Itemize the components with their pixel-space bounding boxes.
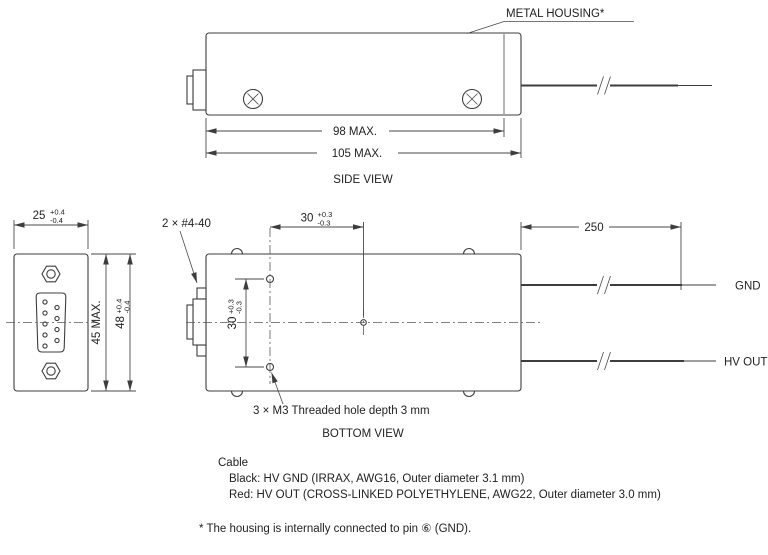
right-screw bbox=[461, 88, 483, 110]
side-cable bbox=[521, 76, 712, 95]
dim-30v-minus: -0.3 bbox=[235, 301, 244, 314]
pin bbox=[42, 332, 48, 338]
dim-48-group: 48 +0.4 -0.4 bbox=[115, 299, 132, 329]
pin bbox=[54, 337, 60, 344]
metal-housing-callout: METAL HOUSING* bbox=[466, 8, 634, 34]
cable-heading: Cable bbox=[218, 457, 248, 469]
holes-callout-label: 3 × M3 Threaded hole depth 3 mm bbox=[253, 405, 430, 417]
dim-25-value: 25 bbox=[33, 210, 46, 222]
connector-side-face bbox=[186, 75, 194, 105]
dim-25-minus: -0.4 bbox=[50, 216, 63, 225]
hex-jack-screw-bottom bbox=[41, 362, 61, 380]
hex-jack-screw-top bbox=[41, 265, 61, 283]
dim-25-plus: +0.4 bbox=[50, 208, 65, 217]
side-view: METAL HOUSING* 98 MAX. 105 MAX. SIDE VIE… bbox=[186, 8, 712, 186]
dim-30h-value: 30 bbox=[301, 213, 314, 225]
connector-face bbox=[186, 304, 194, 340]
hex-nut bbox=[41, 362, 61, 380]
dim-30v-plus: +0.3 bbox=[227, 299, 236, 314]
pin bbox=[42, 299, 48, 305]
dim-250-label: 250 bbox=[584, 222, 603, 234]
pin bbox=[42, 343, 48, 349]
left-screw bbox=[242, 88, 264, 110]
dim-30h-plus: +0.3 bbox=[318, 210, 333, 219]
dim-105-label: 105 MAX. bbox=[332, 148, 383, 160]
screw-slot bbox=[247, 93, 259, 105]
holes-callout-leader bbox=[271, 372, 284, 405]
cable-break-mark bbox=[604, 275, 611, 295]
hex-nut-bore bbox=[46, 269, 56, 279]
gnd-cable bbox=[521, 275, 716, 295]
hv-out-label: HV OUT bbox=[724, 357, 767, 369]
boss-top-right bbox=[462, 248, 476, 255]
cable-break-mark bbox=[604, 76, 611, 95]
front-view: 25 +0.4 -0.4 45 MAX. 48 +0.4 -0.4 bbox=[6, 208, 136, 392]
screws-callout-label: 2 × #4-40 bbox=[162, 218, 211, 230]
jack-screw-top bbox=[196, 287, 207, 300]
callout-leader bbox=[466, 21, 505, 34]
boss-bottom-right bbox=[462, 390, 476, 397]
dim-30v-group: 30 +0.3 -0.3 bbox=[227, 299, 244, 329]
hex-nut bbox=[41, 265, 61, 283]
cable-break-mark bbox=[597, 351, 604, 371]
cable-break-mark bbox=[604, 351, 611, 371]
metal-housing-label: METAL HOUSING* bbox=[506, 8, 605, 20]
screw-slot bbox=[466, 93, 478, 105]
jack-screw-bottom bbox=[196, 344, 207, 357]
boss-top-left bbox=[230, 248, 244, 255]
dim-48-value: 48 bbox=[115, 316, 127, 329]
hv-out-cable bbox=[521, 351, 716, 371]
cable-black-note: Black: HV GND (IRRAX, AWG16, Outer diame… bbox=[229, 473, 525, 485]
dim-45-label: 45 MAX. bbox=[91, 300, 103, 344]
pin bbox=[42, 310, 48, 316]
cable-break-mark bbox=[597, 76, 604, 95]
boss-bottom-left bbox=[230, 390, 244, 397]
connector-side-profile bbox=[192, 69, 207, 111]
dim-48-plus: +0.4 bbox=[115, 299, 124, 314]
pin bbox=[42, 321, 48, 327]
gnd-label: GND bbox=[735, 281, 761, 293]
dim-30h-minus: -0.3 bbox=[318, 219, 331, 228]
hex-nut-bore bbox=[46, 366, 56, 376]
notes: Cable Black: HV GND (IRRAX, AWG16, Outer… bbox=[199, 457, 661, 535]
dim-98-label: 98 MAX. bbox=[333, 126, 377, 138]
screws-callout-leader bbox=[179, 230, 198, 284]
dsub-shroud bbox=[35, 292, 67, 353]
connector-body bbox=[192, 298, 207, 346]
pin bbox=[54, 304, 60, 311]
cable-break-mark bbox=[597, 275, 604, 295]
cable-red-note: Red: HV OUT (CROSS-LINKED POLYETHYLENE, … bbox=[229, 489, 661, 501]
dim-30v-value: 30 bbox=[227, 317, 239, 330]
bottom-view: 30 +0.3 -0.3 30 +0.3 -0.3 250 2 × #4-40 … bbox=[162, 210, 767, 440]
dim-48-minus: -0.4 bbox=[123, 301, 132, 314]
dsub-pins bbox=[42, 299, 60, 349]
housing-footnote: * The housing is internally connected to… bbox=[199, 523, 471, 535]
pin bbox=[54, 315, 60, 322]
pin bbox=[54, 326, 60, 333]
bottom-view-title: BOTTOM VIEW bbox=[322, 428, 404, 440]
side-view-title: SIDE VIEW bbox=[333, 174, 393, 186]
